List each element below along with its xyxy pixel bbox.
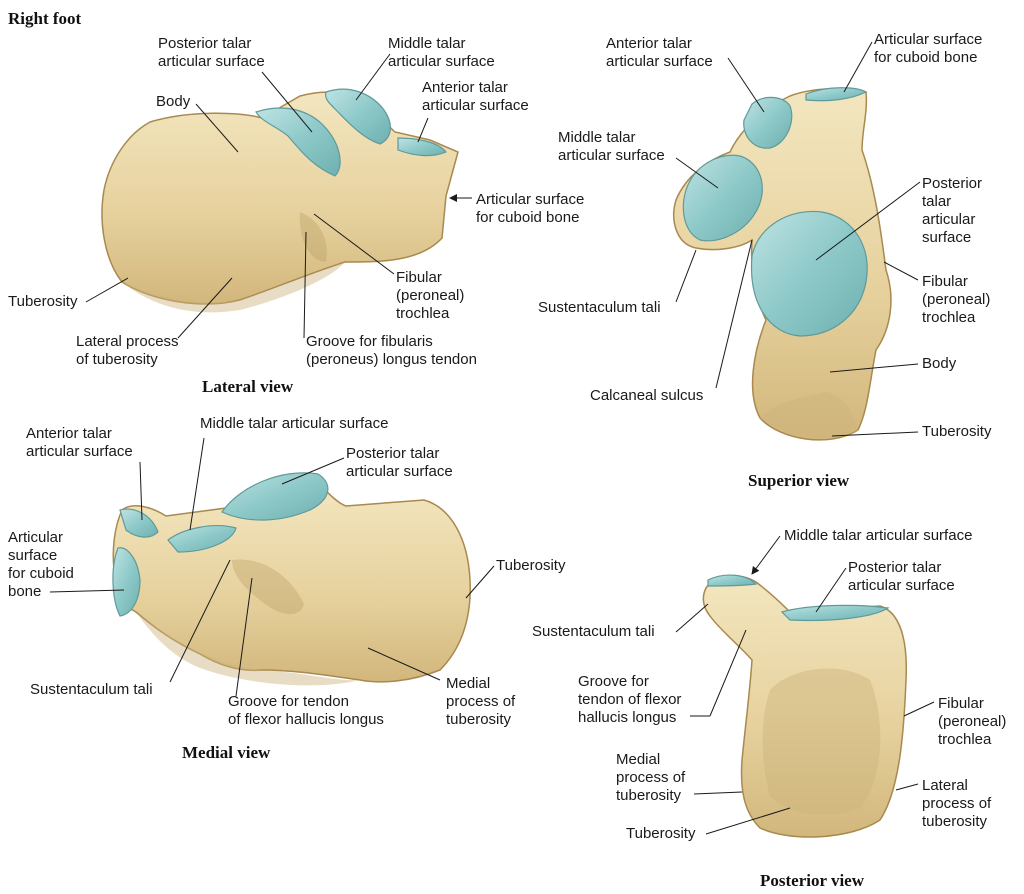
posterior-posterior-talar-facet — [780, 604, 890, 622]
posterior-label-tuberosity: Tuberosity — [626, 825, 696, 842]
lateral-posterior-talar-facet — [255, 107, 341, 177]
lateral-label-fibular-trochlea: Fibular(peroneal)trochlea — [396, 269, 464, 322]
lateral-view-title: Lateral view — [202, 377, 294, 396]
medial-cuboid-facet — [112, 547, 141, 617]
posterior-label-middle-talar: Middle talar articular surface — [784, 527, 972, 544]
superior-label-tuberosity: Tuberosity — [922, 423, 992, 440]
medial-label-tuberosity: Tuberosity — [496, 557, 566, 574]
figure-title: Right foot — [8, 9, 82, 28]
posterior-label-sustentaculum: Sustentaculum tali — [532, 623, 655, 640]
medial-label-sustentaculum: Sustentaculum tali — [30, 681, 153, 698]
posterior-label-fibular-trochlea: Fibular(peroneal)trochlea — [938, 695, 1006, 748]
superior-view-title: Superior view — [748, 471, 850, 490]
posterior-calcaneus-bone — [702, 575, 908, 838]
superior-label-fibular-trochlea: Fibular(peroneal)trochlea — [922, 273, 990, 326]
posterior-view: Middle talar articular surface Posterior… — [532, 527, 1006, 890]
medial-middle-talar-facet — [167, 525, 237, 553]
medial-posterior-talar-facet — [221, 472, 329, 521]
superior-label-calcaneal-sulcus: Calcaneal sulcus — [590, 387, 703, 404]
lateral-label-body: Body — [156, 93, 191, 110]
posterior-middle-talar-facet — [707, 574, 758, 587]
medial-label-middle-talar: Middle talar articular surface — [200, 415, 388, 432]
lateral-label-groove-fibularis: Groove for fibularis(peroneus) longus te… — [306, 333, 477, 368]
superior-cuboid-facet — [805, 87, 868, 102]
lateral-anterior-talar-facet — [397, 137, 447, 157]
lateral-middle-talar-facet — [324, 88, 391, 145]
superior-label-body: Body — [922, 355, 957, 372]
lateral-label-tuberosity: Tuberosity — [8, 293, 78, 310]
medial-view-title: Medial view — [182, 743, 271, 762]
posterior-view-title: Posterior view — [760, 871, 865, 890]
superior-label-sustentaculum: Sustentaculum tali — [538, 299, 661, 316]
superior-anterior-talar-facet — [743, 96, 793, 149]
superior-posterior-talar-facet — [750, 210, 868, 337]
lateral-calcaneus-bone — [101, 91, 459, 313]
superior-middle-talar-facet — [682, 154, 763, 242]
medial-anterior-talar-facet — [119, 508, 159, 538]
